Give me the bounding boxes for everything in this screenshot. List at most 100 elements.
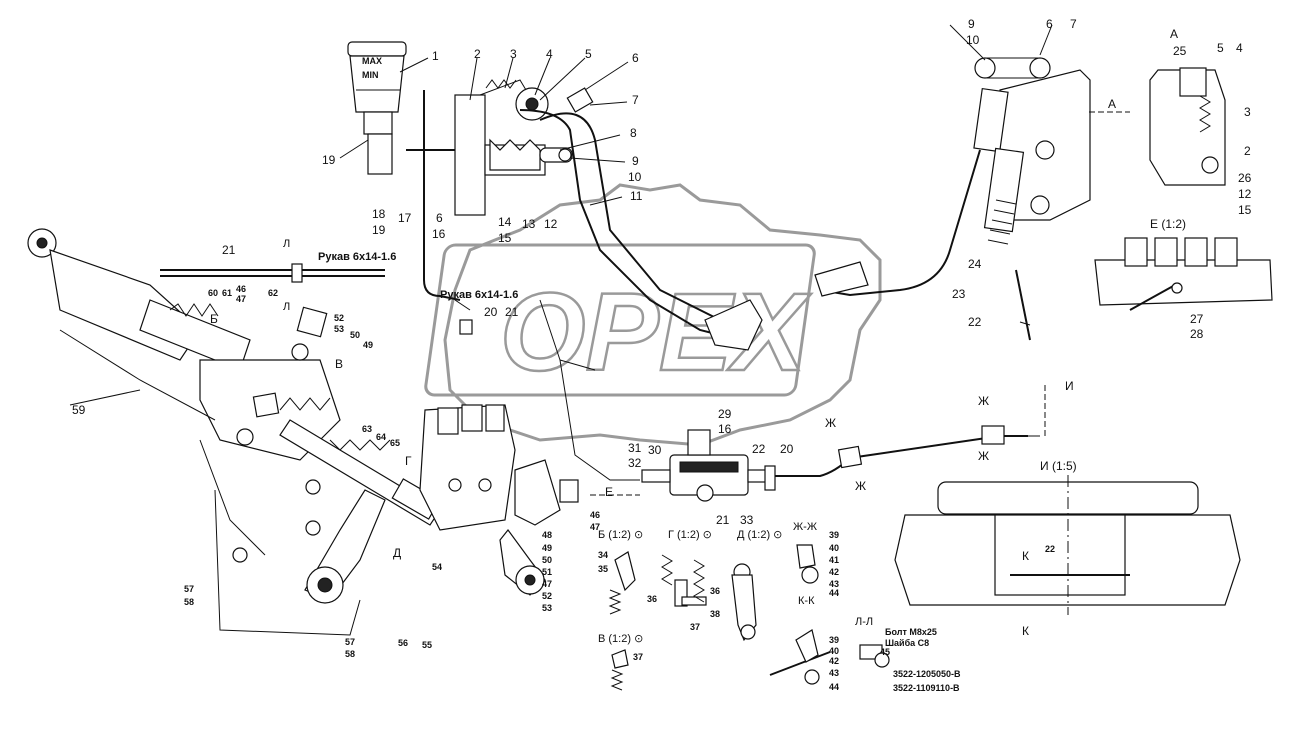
position-number: 22 xyxy=(752,442,766,456)
position-number: 8 xyxy=(630,126,637,140)
position-number: 17 xyxy=(398,211,412,225)
position-number: 56 xyxy=(398,638,408,648)
section-mark-zh-c: Ж xyxy=(978,449,989,463)
position-number: 3 xyxy=(510,47,517,61)
detail-zh xyxy=(796,544,819,584)
position-number: 30 xyxy=(648,443,662,457)
section-mark-zh-a: Ж xyxy=(978,394,989,408)
position-number: 52 xyxy=(334,313,344,323)
position-number: 47 xyxy=(542,579,552,589)
supply-hose xyxy=(423,90,461,301)
detail-b xyxy=(608,551,636,615)
position-number: 12 xyxy=(1238,187,1252,201)
clutch-pedal-arm xyxy=(519,109,741,341)
position-number: 9 xyxy=(968,17,975,31)
brake-pedal-arm xyxy=(819,149,981,297)
position-number: 27 xyxy=(1190,312,1204,326)
gearbox-central xyxy=(419,404,579,596)
position-number: 50 xyxy=(542,555,552,565)
position-number: 46 xyxy=(236,284,246,294)
position-number: 19 xyxy=(372,223,386,237)
position-number: 6 xyxy=(1046,17,1053,31)
position-number-labels: 1 2 3 4 5 6 7 8 9 10 11 12 13 14 15 6 16… xyxy=(72,17,1252,692)
position-number: 26 xyxy=(1238,171,1252,185)
position-number: 37 xyxy=(690,622,700,632)
watermark-text: OPEX xyxy=(500,271,811,394)
position-number: 13 xyxy=(522,217,536,231)
position-number: 11 xyxy=(630,189,643,203)
position-number: 45 xyxy=(880,647,890,657)
position-number: 37 xyxy=(633,652,643,662)
position-number: 48 xyxy=(542,530,552,540)
section-mark-d: Д xyxy=(393,546,401,560)
position-number: 12 xyxy=(544,217,558,231)
reservoir-min-label: MIN xyxy=(362,70,379,80)
position-number: 6 xyxy=(436,211,443,225)
view-e-title: Е (1:2) xyxy=(1150,217,1186,231)
section-mark-i: И xyxy=(1065,379,1074,393)
view-d-title: Д (1:2) ⊙ xyxy=(737,529,782,541)
position-number: 51 xyxy=(542,567,552,577)
section-mark-zh-b: Ж xyxy=(825,416,836,430)
section-mark-g: Г xyxy=(405,454,412,468)
view-a-arrow-label: А xyxy=(1108,97,1116,111)
position-number: 4 xyxy=(1236,41,1243,55)
position-number: 54 xyxy=(432,562,442,572)
position-number: 20 xyxy=(484,305,498,319)
position-number: 36 xyxy=(647,594,657,604)
position-number: 47 xyxy=(236,294,246,304)
position-number: 33 xyxy=(740,513,754,527)
position-number: 9 xyxy=(632,154,639,168)
view-v-title: В (1:2) ⊙ xyxy=(598,633,643,645)
position-number: 18 xyxy=(372,207,386,221)
detail-l xyxy=(859,644,890,668)
view-g-title: Г (1:2) ⊙ xyxy=(668,529,712,541)
view-a xyxy=(1149,67,1226,186)
position-number: 29 xyxy=(718,407,732,421)
brake-booster-right xyxy=(973,57,1091,341)
position-number: 63 xyxy=(362,424,372,434)
position-number: 16 xyxy=(432,227,446,241)
position-number: 58 xyxy=(345,649,355,659)
position-number: 39 xyxy=(829,635,839,645)
position-number: 50 xyxy=(350,330,360,340)
section-mark-k-b: К xyxy=(1022,624,1029,638)
position-number: 57 xyxy=(345,637,355,647)
position-number: 41 xyxy=(829,555,839,565)
master-cylinder-top xyxy=(454,79,594,216)
position-number: 34 xyxy=(598,550,608,560)
reservoir: MAX MIN xyxy=(347,41,407,175)
position-number: 60 xyxy=(208,288,218,298)
section-mark-e: Е xyxy=(605,485,613,499)
clutch-servo-left xyxy=(27,228,441,604)
watermark: OPEX xyxy=(424,183,882,447)
section-mark-v: В xyxy=(335,357,343,371)
position-number: 21 xyxy=(716,513,730,527)
position-number: 35 xyxy=(598,564,608,574)
position-number: 40 xyxy=(829,646,839,656)
position-number: 47 xyxy=(590,522,600,532)
position-number: 46 xyxy=(590,510,600,520)
position-number: 49 xyxy=(363,340,373,350)
position-number: 43 xyxy=(829,668,839,678)
section-mark-l-a: Л xyxy=(283,238,290,250)
position-number: 21 xyxy=(222,243,236,257)
position-number: 38 xyxy=(710,609,720,619)
position-number: 2 xyxy=(1244,144,1251,158)
leader-lines xyxy=(69,24,1053,406)
section-mark-k-a: К xyxy=(1022,549,1029,563)
position-number: 52 xyxy=(542,591,552,601)
hose-label-a: Рукав 6х14-1.6 xyxy=(318,251,396,263)
position-number: 22 xyxy=(968,315,982,329)
view-l-title: Л-Л xyxy=(855,616,873,628)
position-number: 32 xyxy=(628,456,642,470)
position-number: 53 xyxy=(542,603,552,613)
position-number: 25 xyxy=(1173,44,1187,58)
hose-label-b: Рукав 6х14-1.6 xyxy=(440,289,518,301)
position-number: 36 xyxy=(710,586,720,596)
position-number: 10 xyxy=(966,33,980,47)
position-number: 31 xyxy=(628,441,642,455)
position-number: 19 xyxy=(322,153,336,167)
position-number: 16 xyxy=(718,422,732,436)
section-mark-b: Б xyxy=(210,312,218,326)
